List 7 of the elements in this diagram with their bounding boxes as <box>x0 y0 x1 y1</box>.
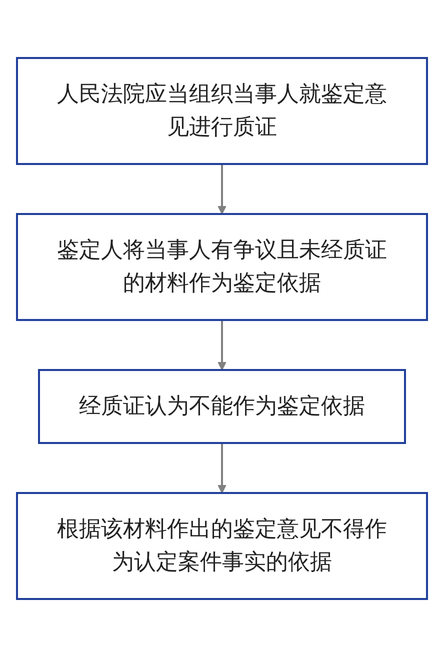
arrow <box>218 320 226 370</box>
node-box: 鉴定人将当事人有争议且未经质证的材料作为鉴定依据 <box>16 213 428 321</box>
arrow <box>218 164 226 214</box>
node-box: 经质证认为不能作为鉴定依据 <box>38 369 406 444</box>
arrow <box>218 443 226 494</box>
node-box: 人民法院应当组织当事人就鉴定意见进行质证 <box>16 57 428 165</box>
node-box: 根据该材料作出的鉴定意见不得作为认定案件事实的依据 <box>16 492 428 600</box>
